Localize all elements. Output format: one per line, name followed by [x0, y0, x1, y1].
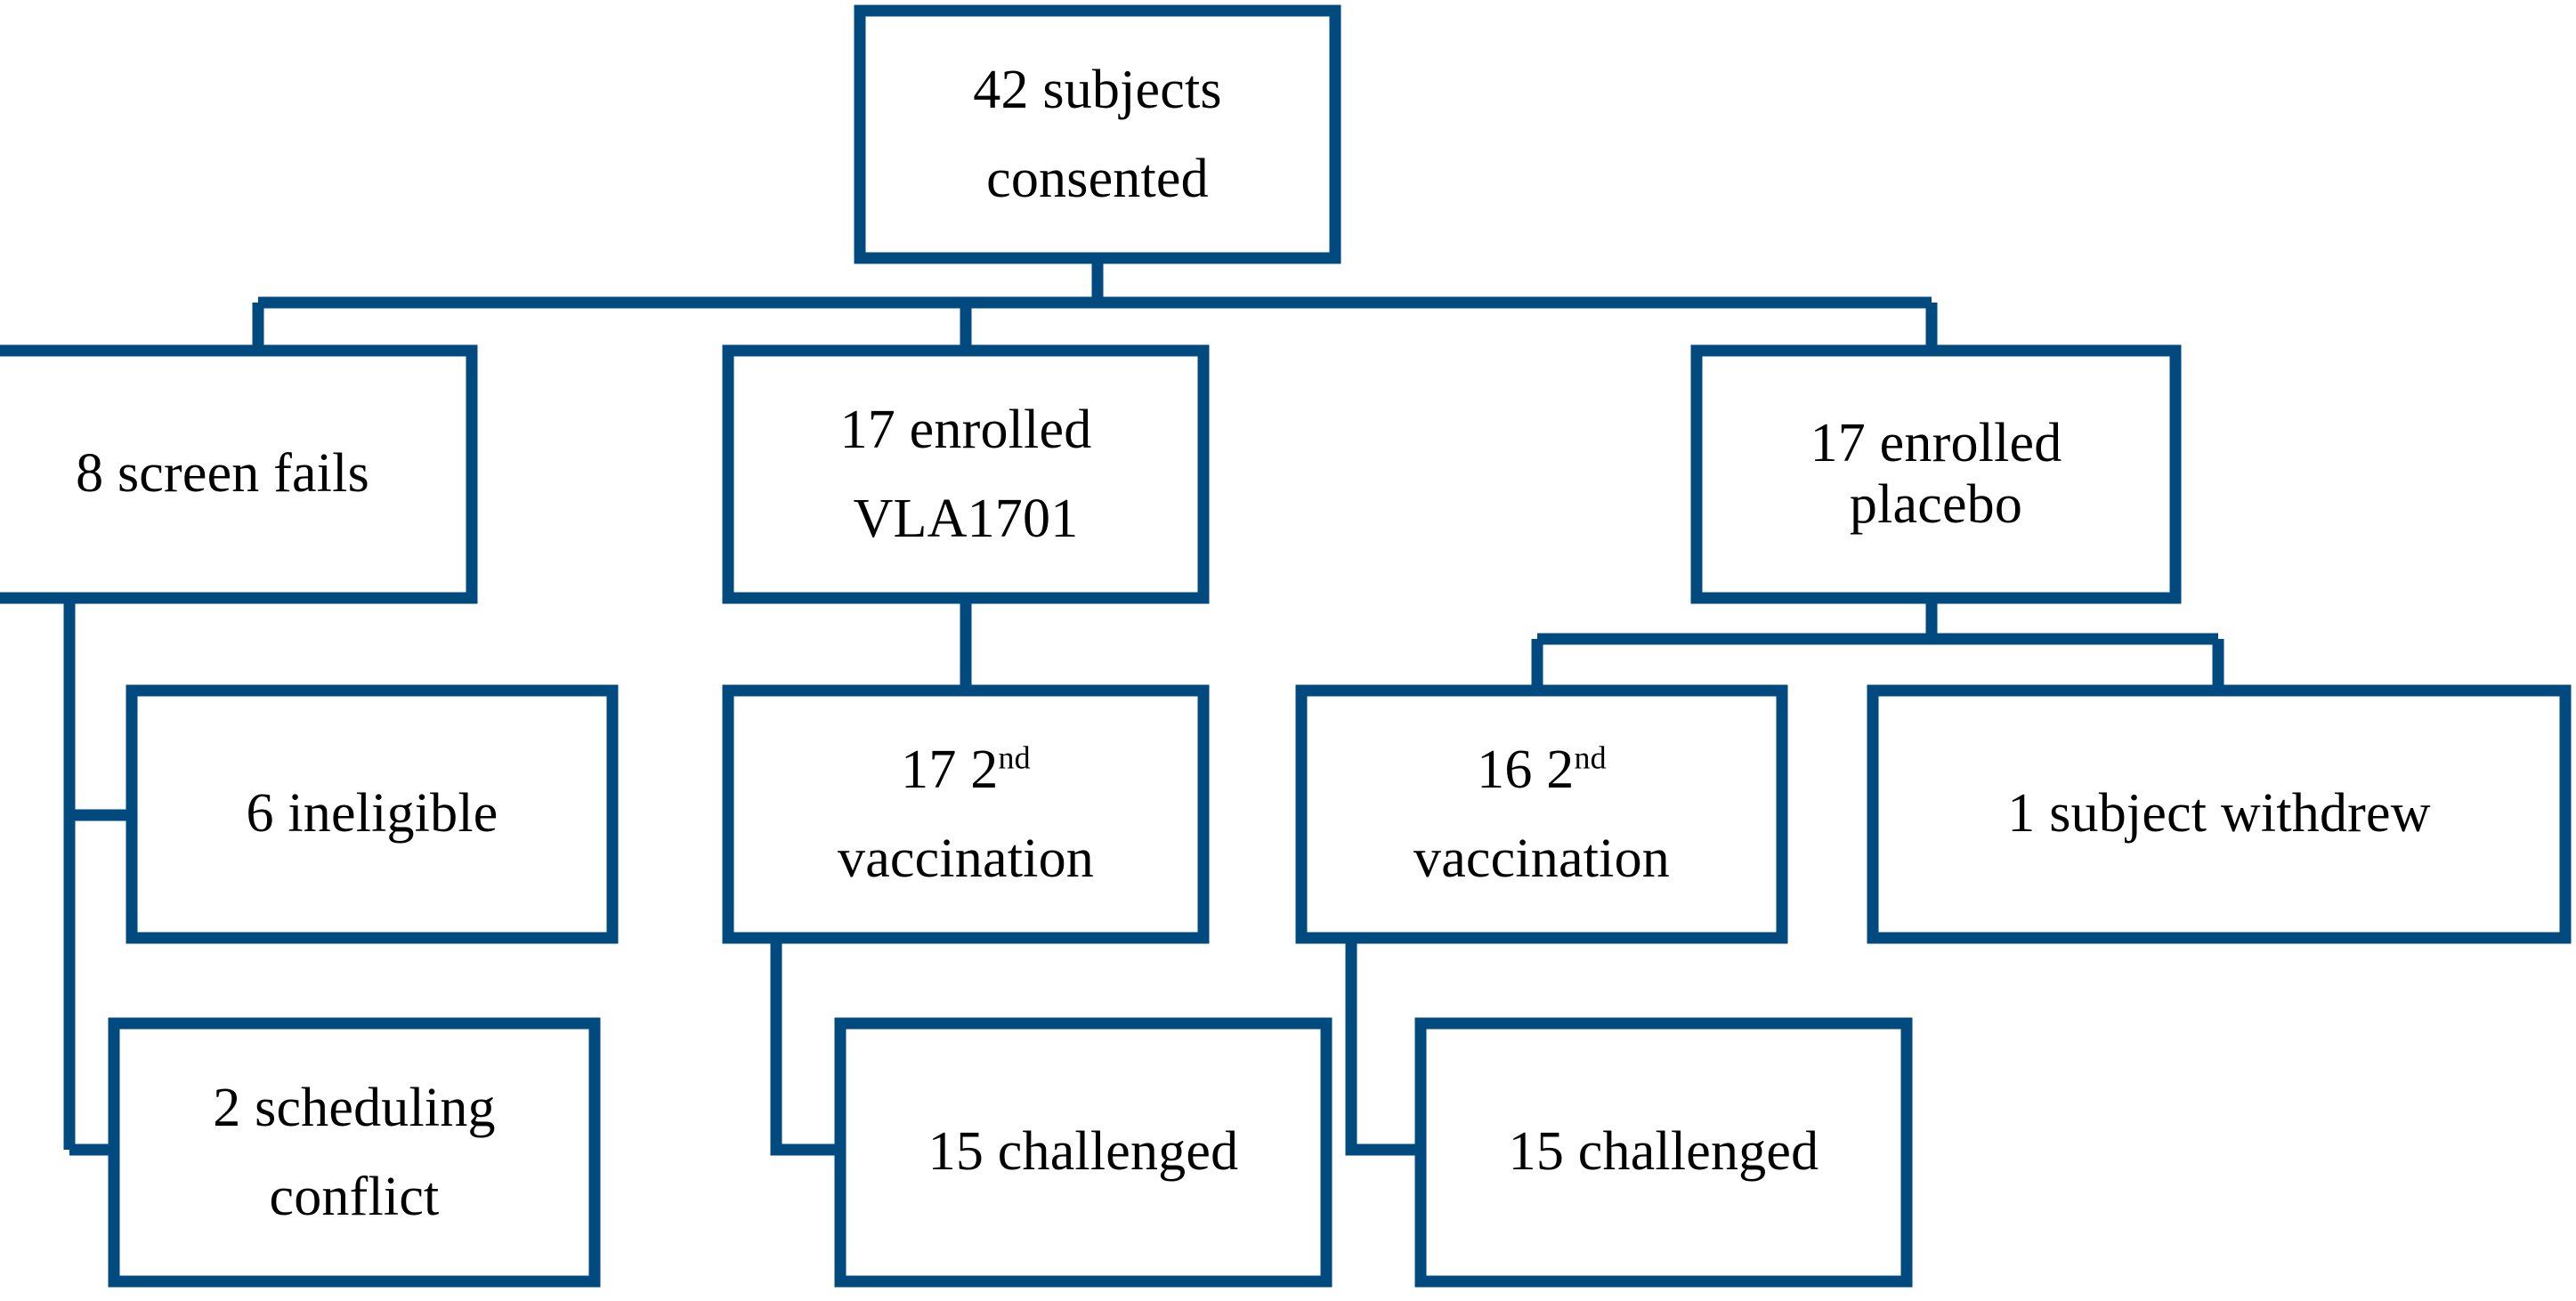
node-box-vaccination-placebo[interactable]: [1295, 684, 1788, 944]
node-box-vaccination-vla[interactable]: [722, 684, 1210, 944]
node-box-scheduling-conflict[interactable]: [108, 1017, 601, 1288]
node-box-screen-fails[interactable]: [0, 344, 478, 604]
node-box-enrolled-placebo[interactable]: [1690, 344, 2182, 604]
node-box-challenged-placebo[interactable]: [1414, 1017, 1913, 1288]
node-box-consented[interactable]: [854, 4, 1341, 264]
node-box-subject-withdrew[interactable]: [1867, 684, 2572, 944]
node-box-ineligible[interactable]: [126, 684, 619, 944]
edge-vaccination-to-challenged-vla: [770, 941, 846, 1156]
edge-vaccination-to-challenged-placebo: [1345, 941, 1424, 1156]
node-box-enrolled-vla1701[interactable]: [722, 344, 1210, 604]
node-box-challenged-vla[interactable]: [834, 1017, 1333, 1288]
